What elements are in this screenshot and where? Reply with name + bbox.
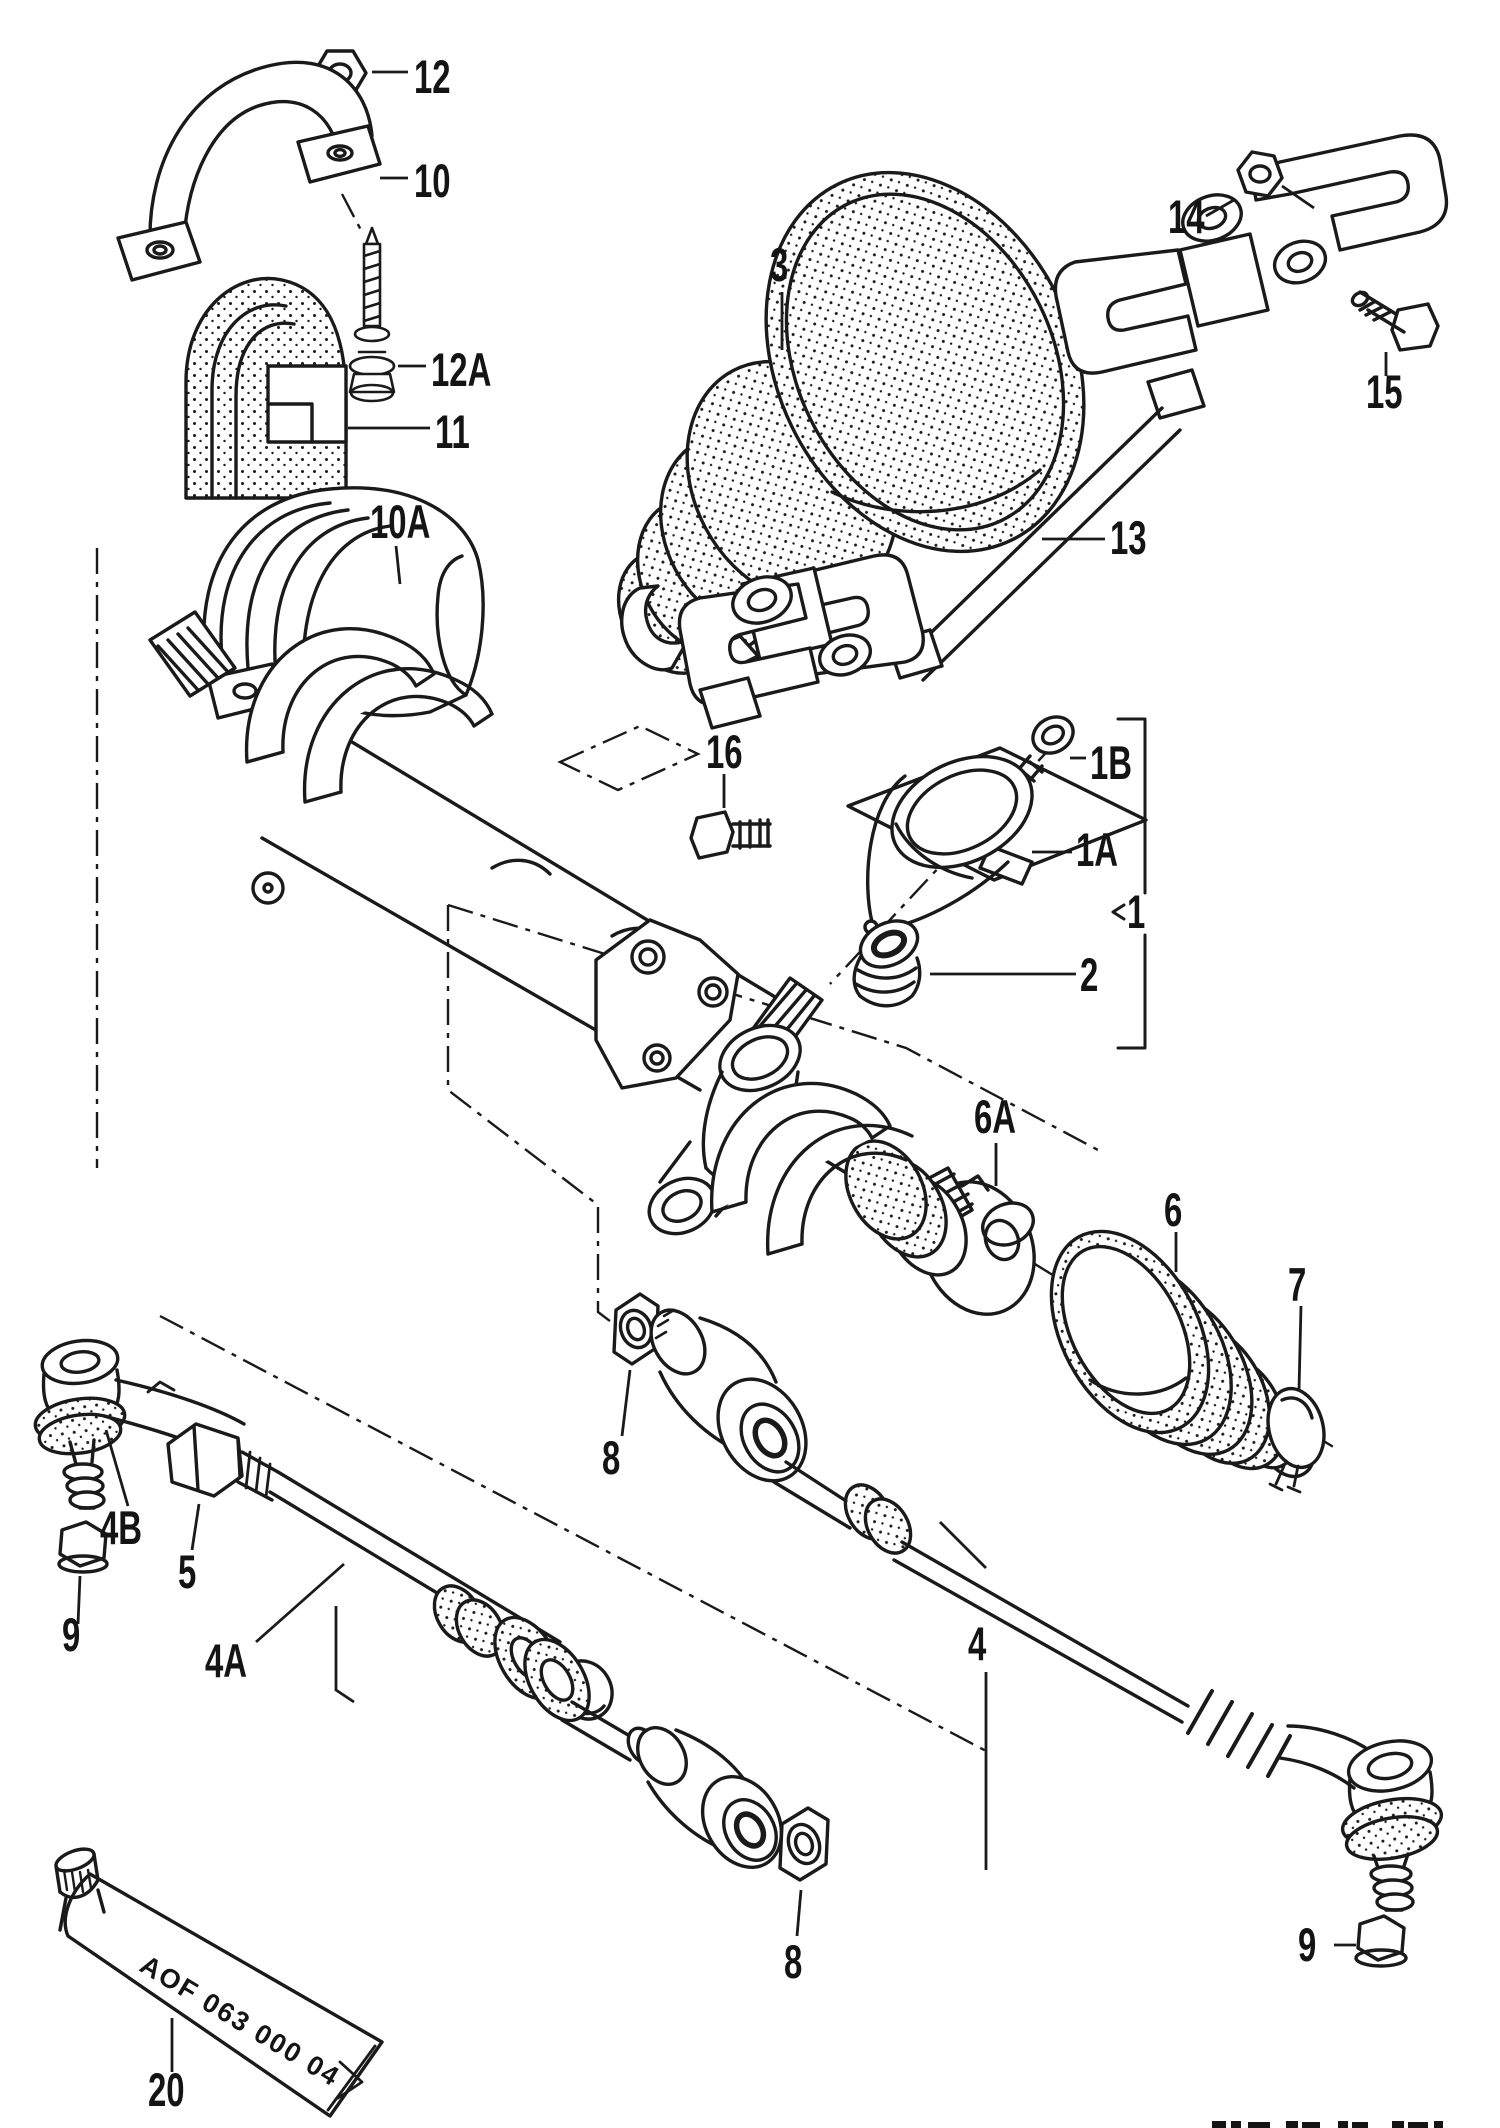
callout-20: 20	[148, 2063, 185, 2116]
callout-6: 6	[1164, 1183, 1182, 1236]
cut-off-footer-print	[1212, 2121, 1443, 2128]
mount-rings-right	[710, 1081, 1036, 1316]
callout-16: 16	[706, 725, 743, 778]
callout-1b: 1B	[1090, 736, 1132, 789]
callout-15: 15	[1366, 365, 1403, 418]
callout-13: 13	[1110, 511, 1147, 564]
tie-rod-end-right	[1340, 1739, 1444, 1968]
callout-10: 10	[414, 154, 451, 207]
bolt-15	[1350, 290, 1440, 352]
callout-3: 3	[770, 238, 788, 291]
callout-4b: 4B	[100, 1501, 142, 1554]
clamp-ring-7	[1266, 1386, 1326, 1494]
clamp-bracket-10	[116, 60, 382, 282]
callout-7: 7	[1288, 1258, 1306, 1311]
callout-9a: 9	[62, 1608, 80, 1661]
callout-10a: 10A	[370, 495, 430, 548]
rubber-mount-11	[184, 276, 348, 500]
grease-tube-20	[54, 1847, 384, 2118]
callout-1a: 1A	[1076, 823, 1118, 876]
callout-6a: 6A	[974, 1090, 1016, 1143]
callout-14: 14	[1168, 190, 1205, 243]
callout-12a: 12A	[431, 343, 491, 396]
callout-8b: 8	[784, 1935, 802, 1988]
callout-11: 11	[435, 405, 470, 458]
callout-9b: 9	[1298, 1918, 1316, 1971]
steering-shaft-13	[903, 406, 1182, 682]
stud-12a	[348, 226, 396, 403]
callout-4: 4	[968, 1617, 987, 1670]
bolt-16	[689, 810, 772, 860]
callout-5: 5	[178, 1545, 196, 1598]
callout-2: 2	[1080, 948, 1098, 1001]
callout-4a: 4A	[205, 1634, 247, 1687]
inner-joint-4a	[493, 1615, 830, 1882]
callout-12: 12	[414, 50, 451, 103]
callout-1: 1	[1127, 885, 1145, 938]
group-bracket-1	[1111, 717, 1147, 1050]
nut-14	[1236, 150, 1284, 198]
callout-8a: 8	[602, 1431, 620, 1484]
upper-universal-joint	[1053, 133, 1449, 420]
tie-rod-4a	[33, 1338, 614, 1721]
bushing-2	[852, 919, 922, 1008]
